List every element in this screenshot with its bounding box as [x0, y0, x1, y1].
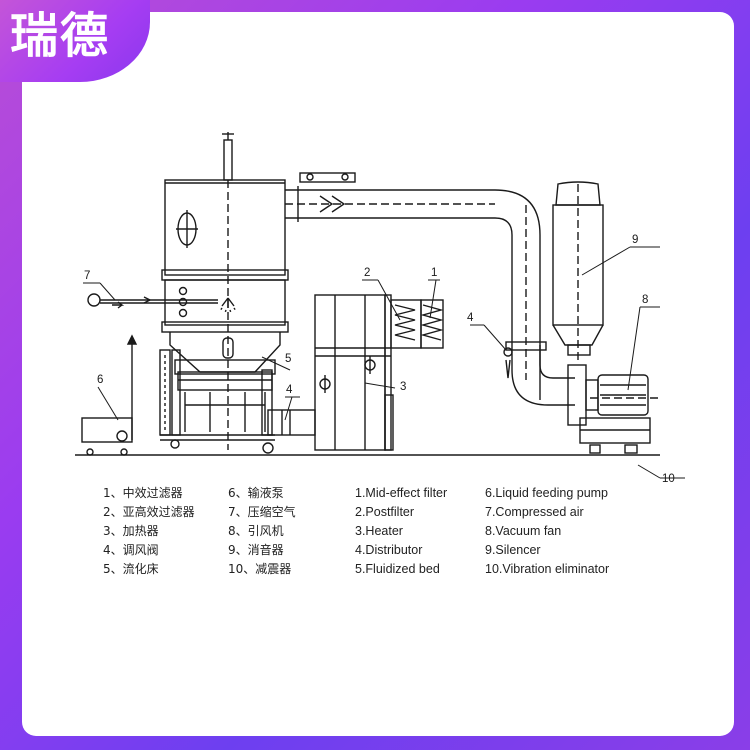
callout-4-distributor: 4	[286, 384, 293, 396]
callout-labels: 1 2 3 4 5 6 7 8 9 10 4	[84, 234, 675, 485]
callout-8: 8	[642, 294, 648, 306]
damper-valve	[503, 347, 513, 379]
callout-5: 5	[285, 353, 291, 365]
vacuum-fan	[567, 364, 660, 454]
exhaust-duct	[285, 172, 575, 406]
legend-chinese-left: 1、中效过滤器 2、亚高效过滤器 3、加热器 4、调风阀 5、流化床	[103, 484, 195, 579]
legend-english-right: 6.Liquid feeding pump 7.Compressed air 8…	[485, 484, 609, 579]
legend-item: 2、亚高效过滤器	[103, 505, 195, 519]
callout-7: 7	[84, 270, 90, 282]
legend-item: 9.Silencer	[485, 543, 541, 557]
legend-item: 6、输液泵	[228, 486, 284, 500]
silencer	[552, 181, 604, 360]
callout-2: 2	[364, 267, 370, 279]
callout-10: 10	[662, 473, 675, 485]
legend-item: 3、加热器	[103, 524, 159, 538]
legend-item: 1、中效过滤器	[103, 486, 183, 500]
legend-item: 10、减震器	[228, 562, 292, 576]
legend-item: 7.Compressed air	[485, 505, 584, 519]
brand-logo-text: 瑞德	[10, 8, 111, 64]
legend-item: 8、引风机	[228, 524, 284, 538]
content-panel	[22, 12, 734, 736]
heater-cabinet	[267, 294, 444, 451]
legend-item: 3.Heater	[355, 524, 403, 538]
legend-item: 5.Fluidized bed	[355, 562, 440, 576]
legend-item: 9、消音器	[228, 543, 284, 557]
dryer-column	[159, 132, 289, 454]
callout-3: 3	[400, 381, 406, 393]
callout-4: 4	[467, 312, 474, 324]
legend-english-left: 1.Mid-effect filter 2.Postfilter 3.Heate…	[355, 484, 447, 579]
leader-lines	[83, 246, 685, 479]
callout-1: 1	[431, 267, 437, 279]
callout-9: 9	[632, 234, 638, 246]
legend-item: 2.Postfilter	[355, 505, 415, 519]
legend-item: 5、流化床	[103, 562, 159, 576]
legend-item: 1.Mid-effect filter	[355, 486, 448, 500]
legend-item: 7、压缩空气	[228, 505, 296, 519]
legend-item: 4、调风阀	[103, 543, 159, 557]
legend-item: 10.Vibration eliminator	[485, 562, 610, 576]
compressed-air-line	[87, 293, 218, 430]
liquid-feeding-pump	[81, 417, 133, 456]
legend-chinese-right: 6、输液泵 7、压缩空气 8、引风机 9、消音器 10、减震器	[228, 484, 296, 579]
legend-item: 6.Liquid feeding pump	[485, 486, 609, 500]
callout-6: 6	[97, 374, 103, 386]
legend-item: 8.Vacuum fan	[485, 524, 562, 538]
legend-item: 4.Distributor	[355, 543, 423, 557]
